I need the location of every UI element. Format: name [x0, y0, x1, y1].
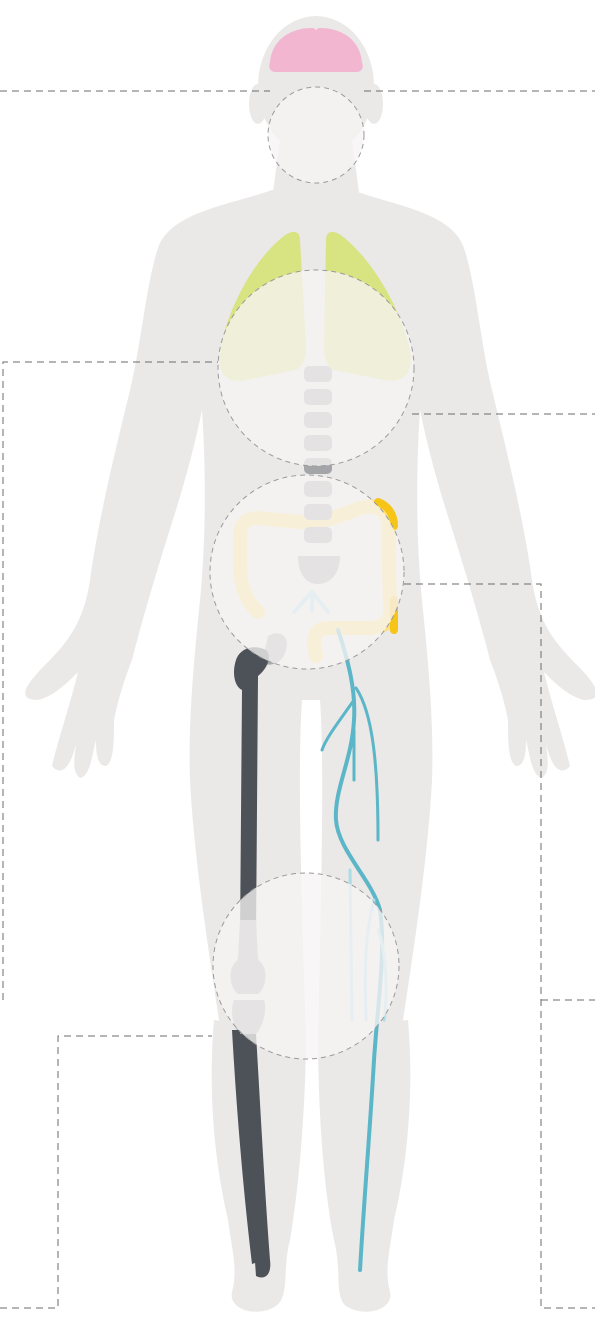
knee-zone[interactable]: [213, 873, 399, 1059]
head-zone[interactable]: [268, 87, 364, 183]
ear-left: [249, 84, 267, 124]
chest-zone[interactable]: [218, 270, 414, 466]
right-lower-leg: [318, 1020, 410, 1312]
knee-left-callout: [0, 1036, 212, 1308]
abdomen-zone[interactable]: [210, 475, 404, 669]
ear-right: [365, 84, 383, 124]
abdomen-right-callout: [404, 584, 595, 1308]
